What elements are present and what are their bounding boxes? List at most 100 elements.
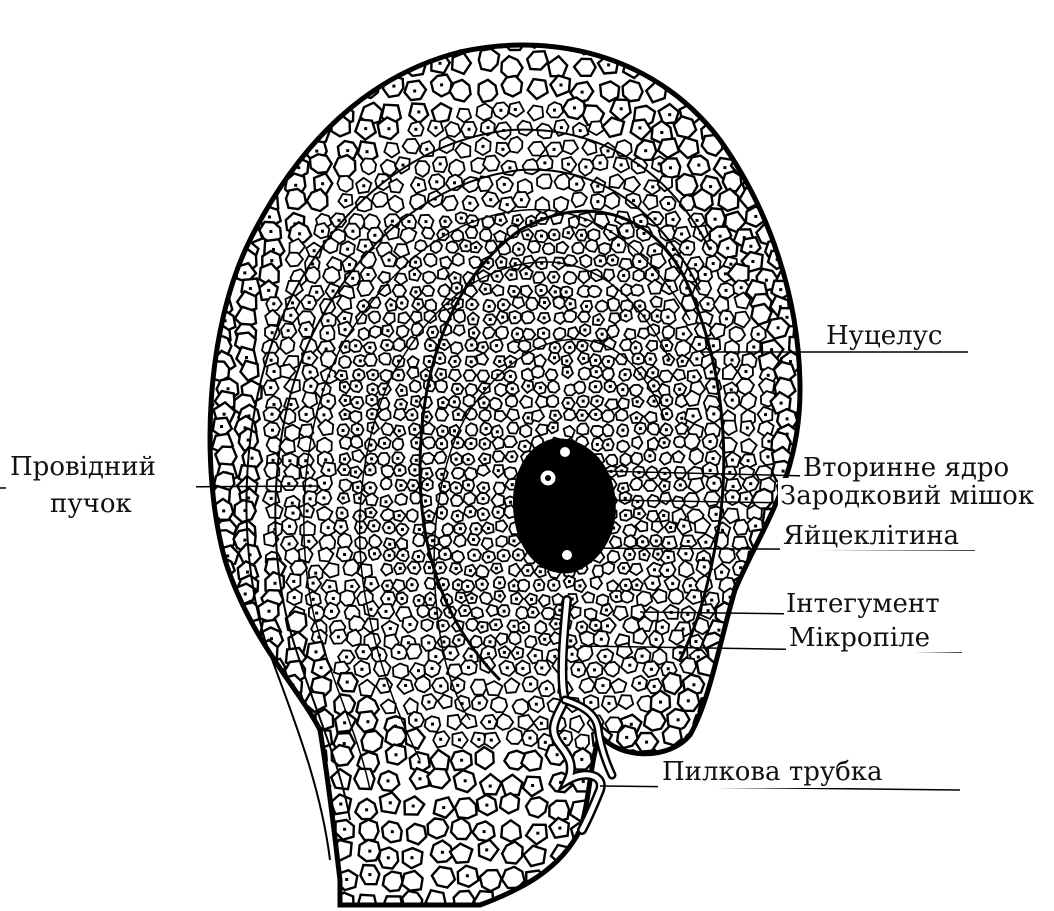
cell-nucleus: [580, 234, 583, 237]
cell-nucleus: [692, 375, 695, 378]
cell-nucleus: [387, 779, 390, 782]
cell-nucleus: [307, 540, 310, 543]
cell-nucleus: [511, 483, 514, 486]
cell-nucleus: [244, 593, 247, 596]
cell-nucleus: [342, 497, 345, 500]
cell-nucleus: [749, 245, 752, 248]
cell-nucleus: [663, 441, 666, 444]
cell-nucleus: [370, 457, 373, 460]
cell-nucleus: [516, 652, 519, 655]
cell-nucleus: [566, 371, 569, 374]
cell-nucleus: [502, 303, 505, 306]
cell-nucleus: [293, 596, 296, 599]
cell-nucleus: [739, 566, 742, 569]
cell-nucleus: [402, 164, 405, 167]
cell-nucleus: [386, 344, 389, 347]
cell-nucleus: [540, 289, 543, 292]
cell-nucleus: [387, 856, 390, 859]
cell-nucleus: [472, 318, 475, 321]
cell-nucleus: [470, 655, 473, 658]
cell: [621, 453, 632, 466]
cell: [480, 229, 492, 241]
cell-nucleus: [666, 569, 669, 572]
cell-nucleus: [752, 346, 755, 349]
cell-nucleus: [413, 90, 416, 93]
cell-nucleus: [589, 701, 592, 704]
cell-nucleus: [321, 182, 324, 185]
cell: [372, 192, 388, 207]
cell: [507, 423, 519, 434]
cell: [518, 340, 530, 351]
cell-nucleus: [425, 148, 428, 151]
cell-nucleus: [565, 291, 568, 294]
cell-nucleus: [460, 596, 463, 599]
cell-nucleus: [389, 627, 392, 630]
cell-nucleus: [387, 127, 390, 130]
cell-nucleus: [320, 666, 323, 669]
cell-nucleus: [607, 149, 610, 152]
cell: [608, 551, 620, 563]
cell-nucleus: [513, 316, 516, 319]
label-vascular-bundle-2: пучок: [50, 489, 132, 519]
cell: [668, 589, 683, 604]
cell-nucleus: [475, 528, 478, 531]
cell: [393, 338, 405, 351]
cell: [370, 326, 381, 338]
cell: [513, 699, 529, 714]
cell: [535, 621, 546, 634]
cell-nucleus: [560, 84, 563, 87]
cell: [545, 369, 557, 380]
cell-nucleus: [731, 359, 734, 362]
cell-nucleus: [553, 356, 556, 359]
cell-nucleus: [579, 129, 582, 132]
cell-nucleus: [371, 388, 374, 391]
cell-nucleus: [383, 684, 386, 687]
cell-nucleus: [439, 685, 442, 688]
cell-nucleus: [767, 440, 770, 443]
cell-nucleus: [714, 218, 717, 221]
cell-nucleus: [362, 650, 365, 653]
cell-nucleus: [628, 664, 631, 667]
cell-nucleus: [580, 625, 583, 628]
cell: [393, 439, 404, 451]
cell: [564, 272, 577, 285]
cell-nucleus: [594, 413, 597, 416]
cell-nucleus: [667, 556, 670, 559]
cell: [452, 468, 465, 479]
cell-nucleus: [786, 417, 789, 420]
cell-nucleus: [780, 402, 783, 405]
cell-nucleus: [757, 333, 760, 336]
cell-nucleus: [639, 220, 642, 223]
cell: [591, 426, 604, 437]
cell-nucleus: [386, 584, 389, 587]
cell-nucleus: [624, 514, 627, 517]
cell: [337, 176, 352, 192]
cell-nucleus: [485, 427, 488, 430]
cell-nucleus: [392, 85, 395, 88]
cell-nucleus: [453, 181, 456, 184]
cell-nucleus: [413, 273, 416, 276]
cell: [359, 328, 369, 340]
cell-nucleus: [343, 721, 346, 724]
cell: [602, 410, 615, 422]
cell-nucleus: [554, 290, 557, 293]
cell-nucleus: [306, 509, 309, 512]
cell: [476, 104, 492, 121]
cell-nucleus: [536, 832, 539, 835]
cell-nucleus: [367, 273, 370, 276]
secondary-nucleus-core: [545, 475, 551, 481]
cell-nucleus: [425, 220, 428, 223]
cell-nucleus: [321, 230, 324, 233]
cell: [490, 398, 502, 411]
cell-nucleus: [745, 370, 748, 373]
cell: [464, 370, 476, 381]
cell-nucleus: [243, 271, 246, 274]
cell-nucleus: [498, 360, 501, 363]
cell-nucleus: [594, 624, 597, 627]
cell-nucleus: [535, 703, 538, 706]
cell-nucleus: [667, 202, 670, 205]
cell: [660, 452, 672, 464]
cell-nucleus: [413, 428, 416, 431]
cell-nucleus: [497, 511, 500, 514]
cell-nucleus: [638, 305, 641, 308]
